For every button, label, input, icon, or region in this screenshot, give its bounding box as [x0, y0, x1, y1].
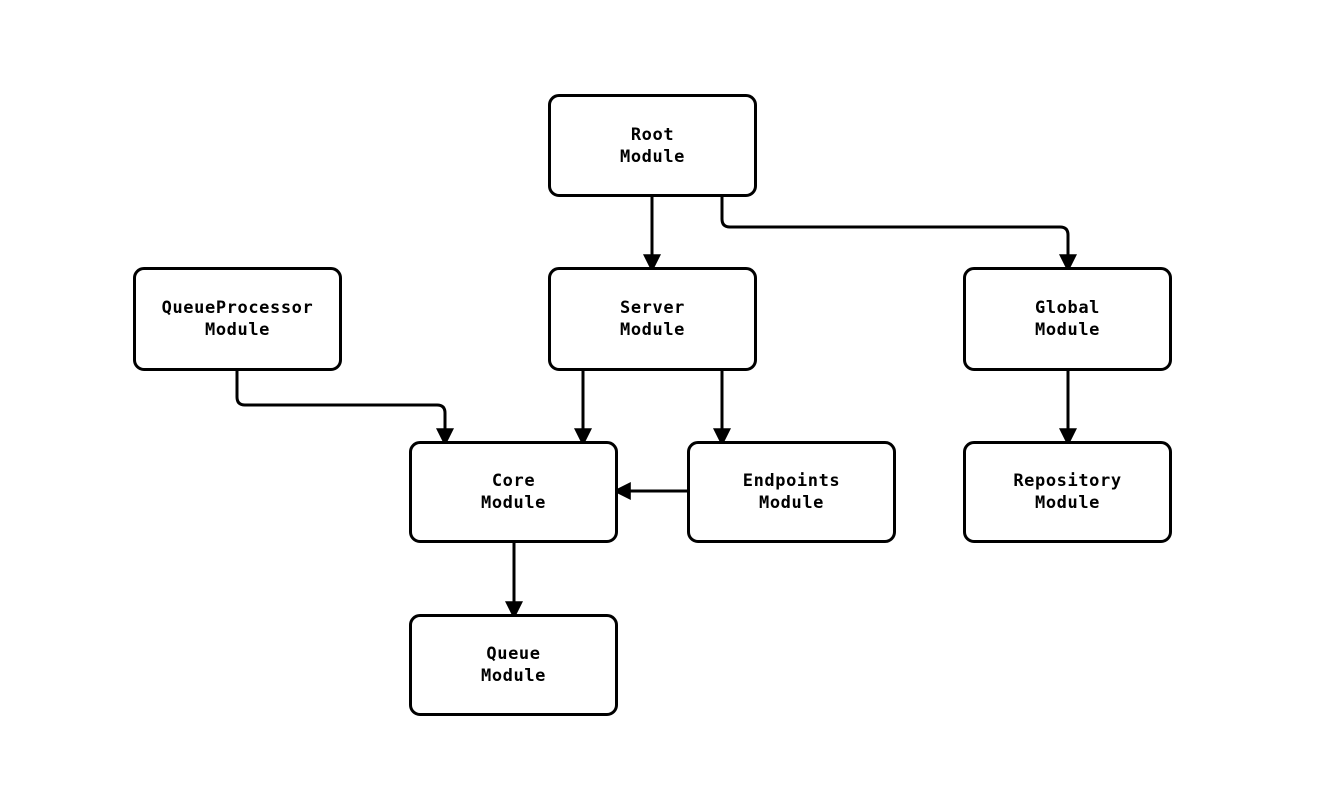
node-queueprocessor-module-line2: Module — [204, 320, 270, 340]
node-queue-module-line1: Queue — [486, 644, 541, 664]
edge-queueprocessor-to-core — [235, 371, 454, 447]
node-endpoints-module[interactable]: Endpoints Module — [687, 441, 896, 543]
node-queueprocessor-module[interactable]: QueueProcessor Module — [133, 267, 342, 371]
node-root-module-line2: Module — [619, 146, 685, 167]
node-server-module-line2: Module — [619, 320, 685, 340]
node-root-module-line1: Root — [630, 124, 675, 145]
node-queue-module-line2: Module — [480, 666, 546, 686]
node-endpoints-module-line2: Module — [758, 493, 824, 513]
node-repository-module[interactable]: Repository Module — [963, 441, 1172, 543]
node-repository-module-line1: Repository — [1013, 471, 1122, 491]
edge-root-to-global — [720, 197, 1077, 273]
node-core-module-line2: Module — [480, 493, 546, 513]
node-global-module[interactable]: Global Module — [963, 267, 1172, 371]
node-global-module-line1: Global — [1034, 298, 1100, 318]
node-root-module[interactable]: Root Module — [548, 94, 757, 197]
node-global-module-line2: Module — [1034, 320, 1100, 340]
node-queueprocessor-module-line1: QueueProcessor — [161, 298, 314, 318]
node-core-module[interactable]: Core Module — [409, 441, 618, 543]
node-endpoints-module-line1: Endpoints — [742, 471, 841, 491]
node-repository-module-line2: Module — [1034, 493, 1100, 513]
node-server-module[interactable]: Server Module — [548, 267, 757, 371]
node-core-module-line1: Core — [491, 471, 536, 491]
node-server-module-line1: Server — [619, 298, 685, 318]
node-queue-module[interactable]: Queue Module — [409, 614, 618, 716]
